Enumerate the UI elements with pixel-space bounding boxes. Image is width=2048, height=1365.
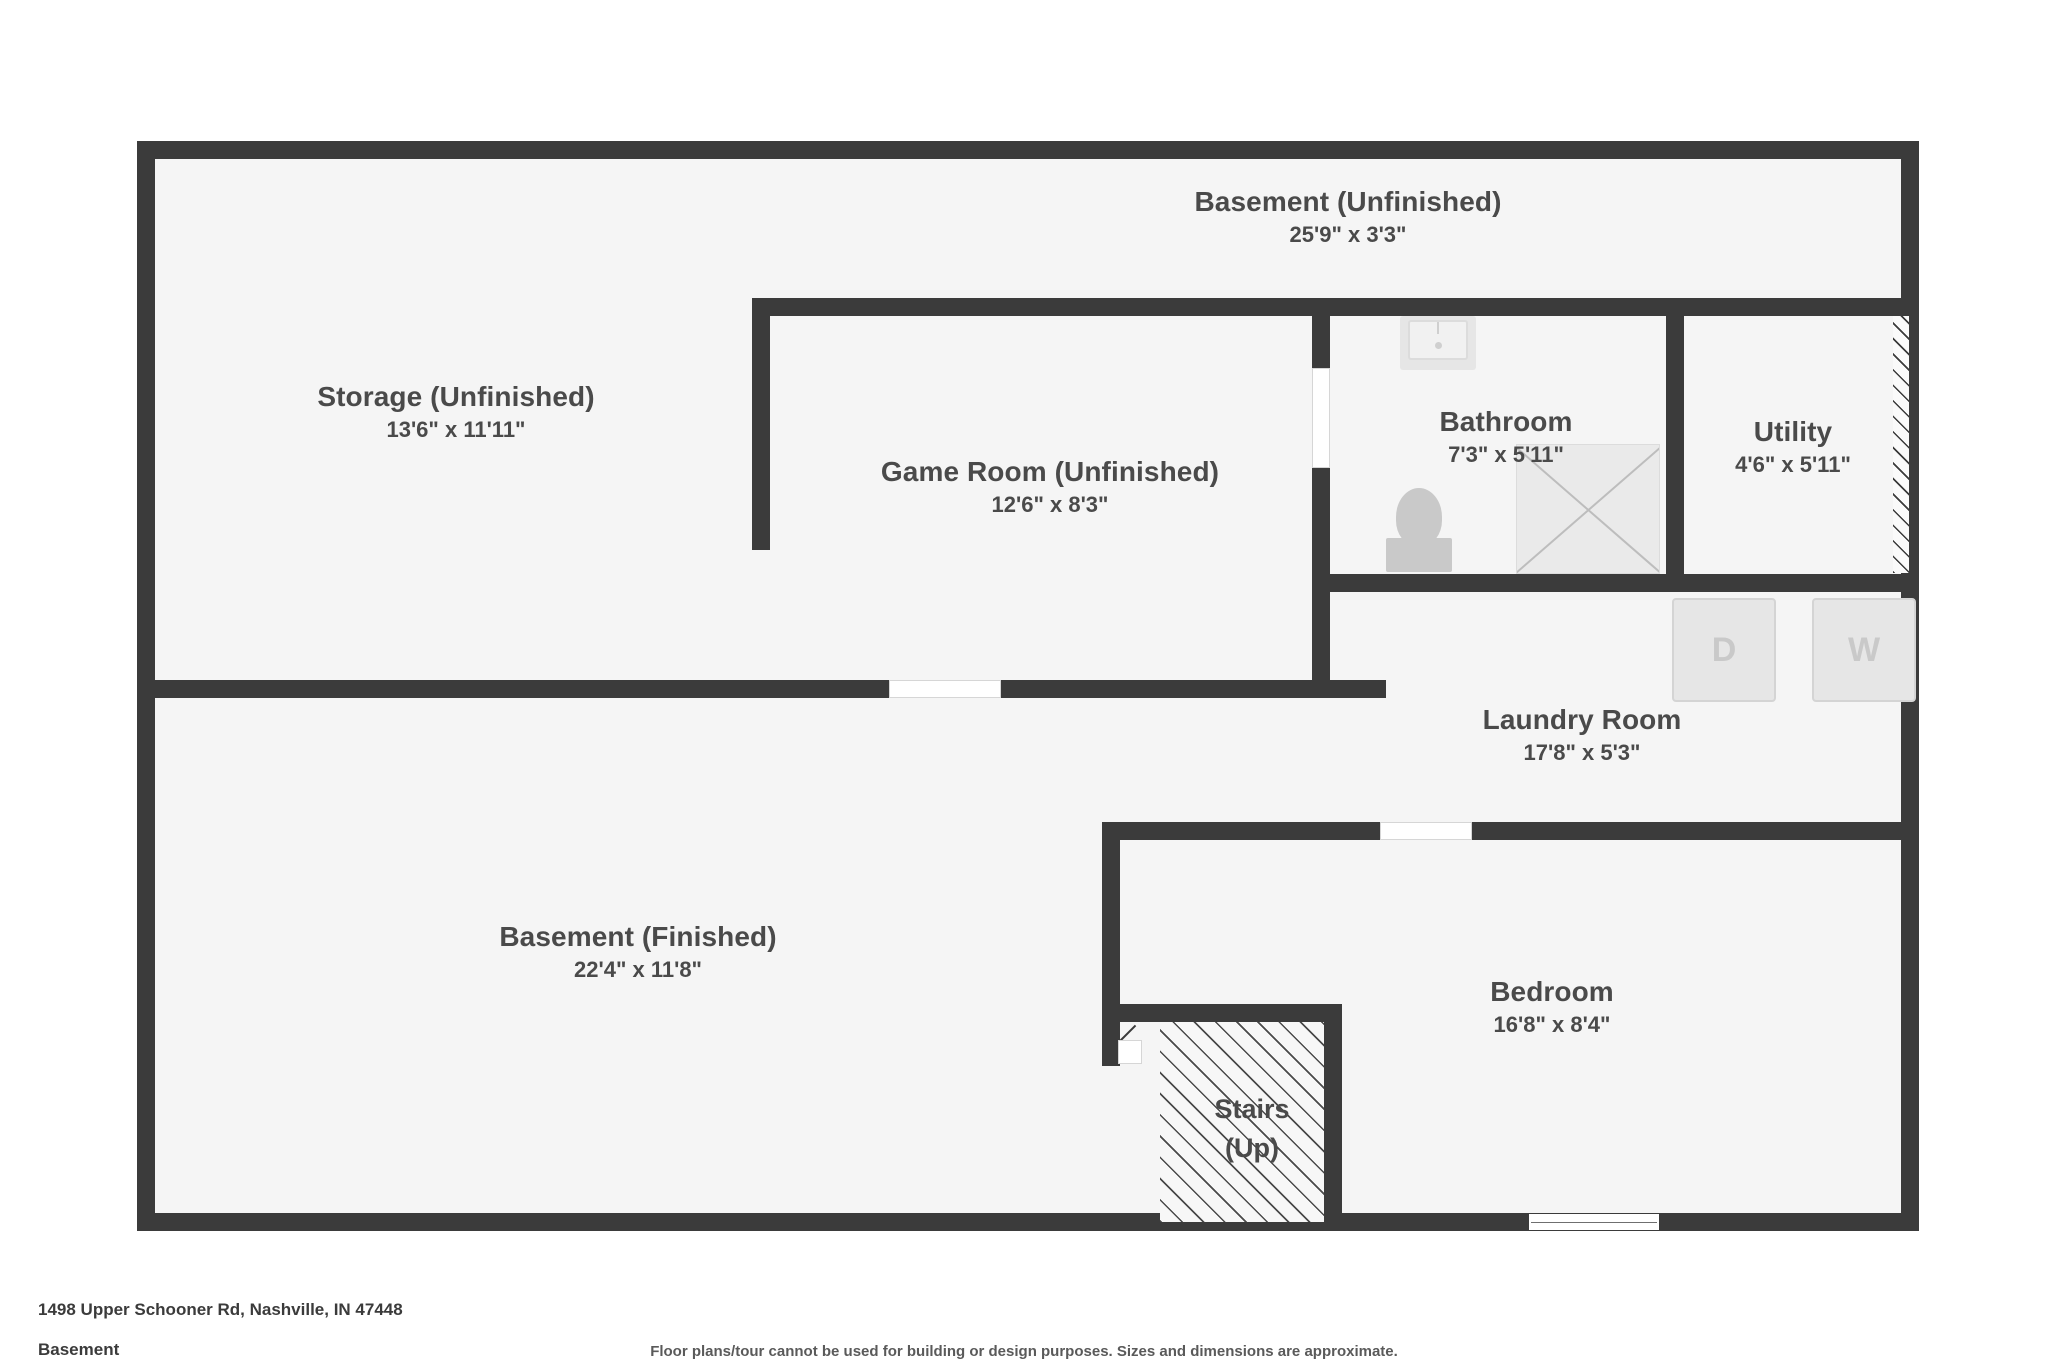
interior-wall-game-room-right-top	[1312, 298, 1330, 368]
outer-wall-right-lower	[1901, 601, 1919, 1231]
interior-wall-stairs-top	[1102, 1004, 1342, 1022]
footer-address: 1498 Upper Schooner Rd, Nashville, IN 47…	[38, 1300, 403, 1319]
interior-wall-bedroom-top-left	[1102, 822, 1380, 840]
washer-icon[interactable]: W	[1812, 598, 1916, 702]
door-opening-bedroom[interactable]	[1380, 822, 1472, 840]
interior-wall-bathroom-bottom	[1312, 574, 1912, 592]
door-opening-bathroom[interactable]	[1312, 368, 1330, 468]
sink-tap	[1437, 322, 1439, 334]
shower-icon	[1516, 444, 1660, 574]
door-opening-basement-finished[interactable]	[889, 680, 1001, 698]
interior-wall-game-room-right-bottom	[1312, 468, 1330, 592]
bedroom-window[interactable]	[1528, 1213, 1660, 1231]
floor-plan-canvas[interactable]: D W Basement (Unfinished) 25'9" x 3'3" S…	[0, 0, 2048, 1280]
toilet-icon	[1386, 488, 1452, 574]
interior-wall-mid-horizontal-right	[1001, 680, 1386, 698]
stairs-door-opening[interactable]	[1118, 1040, 1142, 1064]
hatched-wall-segment	[1893, 305, 1909, 573]
interior-wall-stairs-left	[1102, 1004, 1120, 1066]
footer-disclaimer: Floor plans/tour cannot be used for buil…	[650, 1343, 1398, 1360]
interior-wall-bedroom-left	[1102, 822, 1120, 1004]
outer-wall-top	[137, 141, 1919, 159]
interior-wall-bathroom-utility	[1666, 298, 1684, 592]
toilet-bowl	[1396, 488, 1442, 546]
footer-level: Basement	[38, 1340, 120, 1359]
interior-wall-mid-horizontal-left	[137, 680, 889, 698]
hatched-wall-outer-face	[1909, 296, 1919, 582]
interior-wall-stairs-right	[1324, 1004, 1342, 1222]
outer-wall-bottom	[137, 1213, 1919, 1231]
sink-drain	[1434, 342, 1442, 349]
toilet-tank	[1386, 538, 1452, 572]
stairs-hatch	[1160, 1022, 1324, 1222]
floor-fill-laundry	[1328, 590, 1908, 830]
interior-wall-laundry-left	[1312, 574, 1330, 698]
interior-wall-game-room-left	[752, 298, 770, 550]
interior-wall-unfinished-strip-bottom	[752, 298, 1912, 316]
dryer-icon[interactable]: D	[1672, 598, 1776, 702]
bathroom-sink-icon	[1400, 316, 1476, 370]
interior-wall-bedroom-top-right	[1472, 822, 1912, 840]
